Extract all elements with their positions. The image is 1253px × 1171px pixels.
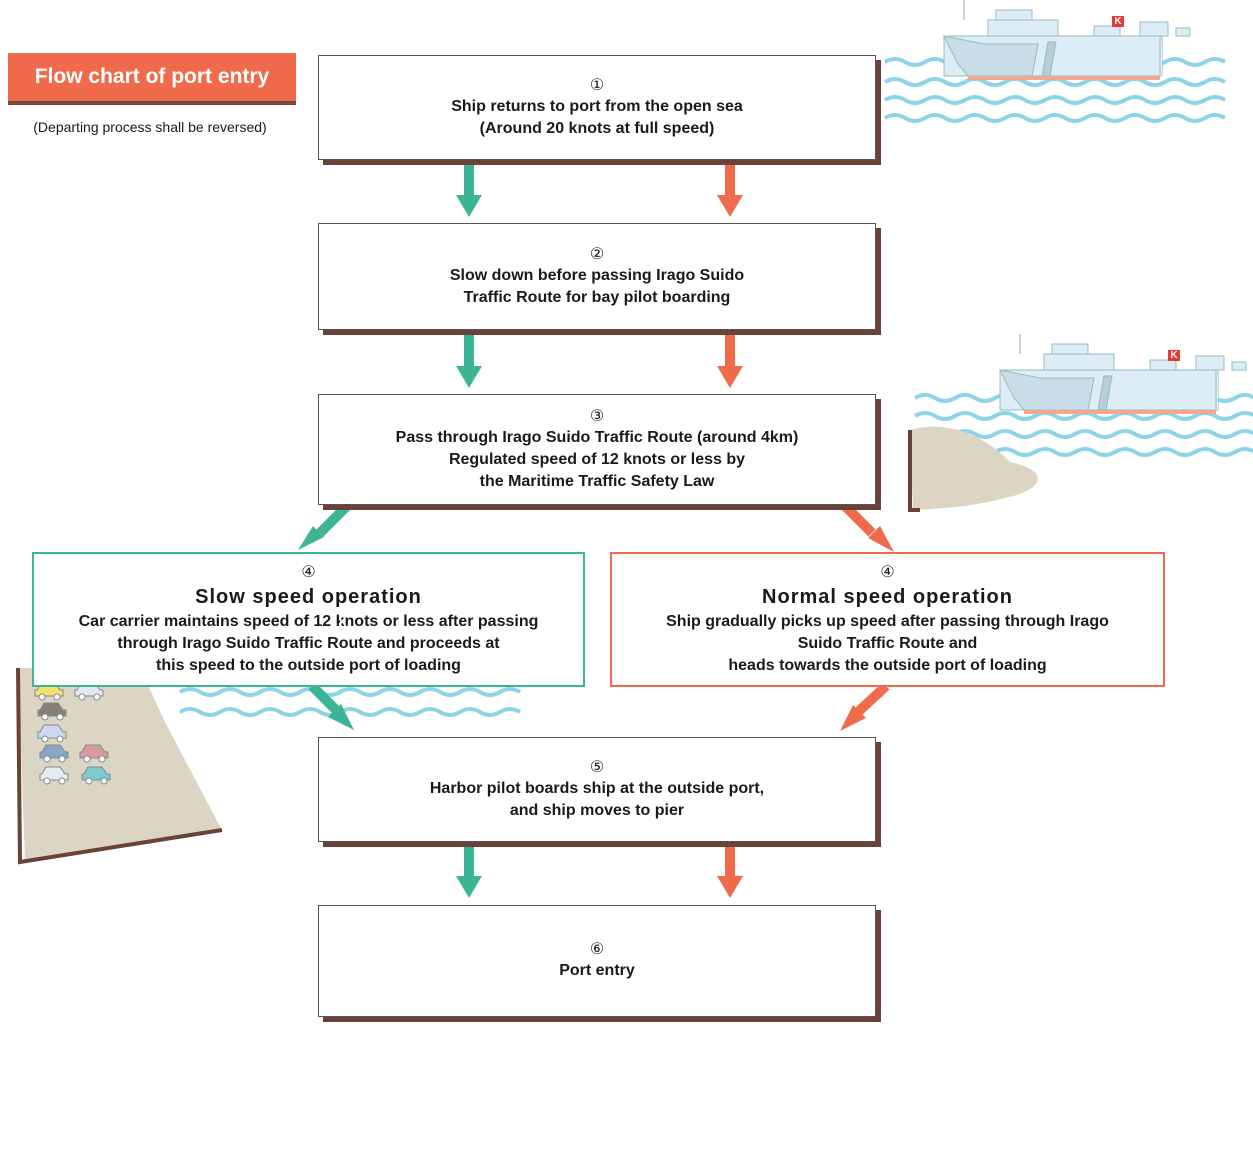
- flow-arrows: [298, 155, 894, 898]
- company-logo-icon: K: [339, 618, 347, 629]
- flowchart-title: Flow chart of port entry: [34, 65, 270, 88]
- arrow-green-1-2: [456, 155, 482, 217]
- ship-illustration-bottom: [16, 601, 522, 865]
- step-4-slow-speed-box: ④ Slow speed operation Car carrier maint…: [32, 552, 585, 687]
- step-text-line: and ship moves to pier: [509, 801, 685, 819]
- step-text-line: Car carrier maintains speed of 12 knots …: [78, 612, 539, 630]
- step-heading: Normal speed operation: [762, 585, 1013, 608]
- step-number: ⑤: [589, 758, 605, 776]
- step-number: ①: [589, 76, 605, 94]
- step-number: ④: [301, 563, 316, 581]
- step-text-line: the Maritime Traffic Safety Law: [479, 472, 715, 490]
- step-text-line: Ship gradually picks up speed after pass…: [666, 612, 1109, 630]
- ship-illustration-middle: [908, 333, 1253, 512]
- arrow-orange-5-6: [717, 836, 743, 898]
- step-text-line: through Irago Suido Traffic Route and pr…: [117, 634, 500, 652]
- title-tag: Flow chart of port entry: [8, 53, 296, 101]
- step-text-line: heads towards the outside port of loadin…: [728, 656, 1047, 674]
- step-3-box: ③ Pass through Irago Suido Traffic Route…: [318, 394, 876, 505]
- arrow-green-3-4a: [298, 499, 354, 550]
- step-4-normal-speed-box: ④ Normal speed operation Ship gradually …: [610, 552, 1165, 687]
- step-text-line: Harbor pilot boards ship at the outside …: [429, 779, 765, 797]
- ship-illustration-top: [883, 0, 1227, 123]
- arrow-orange-3-4b: [838, 499, 894, 552]
- step-heading: Slow speed operation: [195, 585, 422, 608]
- company-logo-icon: K: [1170, 350, 1178, 361]
- flowchart-subtitle: (Departing process shall be reversed): [33, 119, 267, 135]
- step-text-line: Slow down before passing Irago Suido: [449, 266, 745, 284]
- step-1-box: ① Ship returns to port from the open sea…: [318, 55, 876, 160]
- step-text-line: (Around 20 knots at full speed): [479, 119, 715, 137]
- step-text-line: Traffic Route for bay pilot boarding: [463, 288, 731, 306]
- arrow-orange-1-2: [717, 155, 743, 217]
- step-number: ③: [589, 407, 605, 425]
- step-text-line: Regulated speed of 12 knots or less by: [448, 450, 746, 468]
- step-text-line: Port entry: [559, 962, 635, 979]
- step-number: ⑥: [589, 941, 605, 958]
- arrow-orange-2-3: [717, 324, 743, 388]
- step-text-line: Ship returns to port from the open sea: [451, 97, 743, 115]
- step-text-line: Pass through Irago Suido Traffic Route (…: [395, 428, 799, 446]
- step-text-line: this speed to the outside port of loadin…: [156, 656, 461, 674]
- step-number: ④: [880, 563, 895, 581]
- step-number: ②: [589, 245, 605, 263]
- arrow-green-5-6: [456, 836, 482, 898]
- step-text-line: Suido Traffic Route and: [797, 634, 978, 652]
- step-6-box: ⑥ Port entry: [318, 905, 876, 1017]
- arrow-green-4a-5: [308, 682, 354, 730]
- company-logo-icon: K: [1114, 16, 1122, 27]
- arrow-green-2-3: [456, 324, 482, 388]
- step-2-box: ② Slow down before passing Irago Suido T…: [318, 223, 876, 330]
- arrow-orange-4b-5: [840, 682, 890, 731]
- step-5-box: ⑤ Harbor pilot boards ship at the outsid…: [318, 737, 876, 842]
